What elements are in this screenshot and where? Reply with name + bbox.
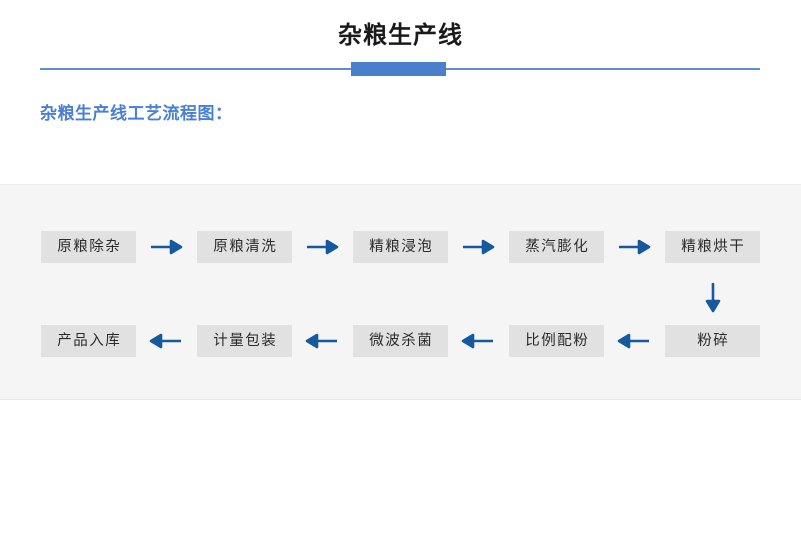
arrow-left-icon xyxy=(461,330,497,352)
page-title: 杂粮生产线 xyxy=(338,22,463,49)
arrow-left-icon xyxy=(305,330,341,352)
arrow-right-icon xyxy=(617,236,653,258)
arrow-left-icon xyxy=(617,330,653,352)
arrow-left-icon xyxy=(149,330,185,352)
flow-step-metering-packaging[interactable]: 计量包装 xyxy=(197,325,292,357)
process-flowchart-panel: 原粮除杂 原粮清洗 精粮浸泡 蒸汽膨化 精粮烘干 xyxy=(0,184,801,400)
flow-step-grinding[interactable]: 粉碎 xyxy=(665,325,760,357)
flow-step-raw-grain-cleaning[interactable]: 原粮除杂 xyxy=(41,231,136,263)
flow-step-microwave-sterilization[interactable]: 微波杀菌 xyxy=(353,325,448,357)
arrow-right-icon xyxy=(149,236,185,258)
title-divider-accent-block xyxy=(351,62,446,76)
flow-step-refined-grain-soaking[interactable]: 精粮浸泡 xyxy=(353,231,448,263)
arrow-right-icon xyxy=(461,236,497,258)
flow-step-proportional-blending[interactable]: 比例配粉 xyxy=(509,325,604,357)
section-subtitle: 杂粮生产线工艺流程图： xyxy=(40,104,233,123)
arrow-down-icon xyxy=(701,281,725,315)
arrow-right-icon xyxy=(305,236,341,258)
flow-step-refined-grain-drying[interactable]: 精粮烘干 xyxy=(665,231,760,263)
flow-step-product-warehousing[interactable]: 产品入库 xyxy=(41,325,136,357)
flow-step-steam-puffing[interactable]: 蒸汽膨化 xyxy=(509,231,604,263)
flow-row-2: 产品入库 计量包装 微波杀菌 比例配粉 粉碎 xyxy=(41,324,760,358)
flow-row-1: 原粮除杂 原粮清洗 精粮浸泡 蒸汽膨化 精粮烘干 xyxy=(41,230,760,264)
flow-step-raw-grain-washing[interactable]: 原粮清洗 xyxy=(197,231,292,263)
